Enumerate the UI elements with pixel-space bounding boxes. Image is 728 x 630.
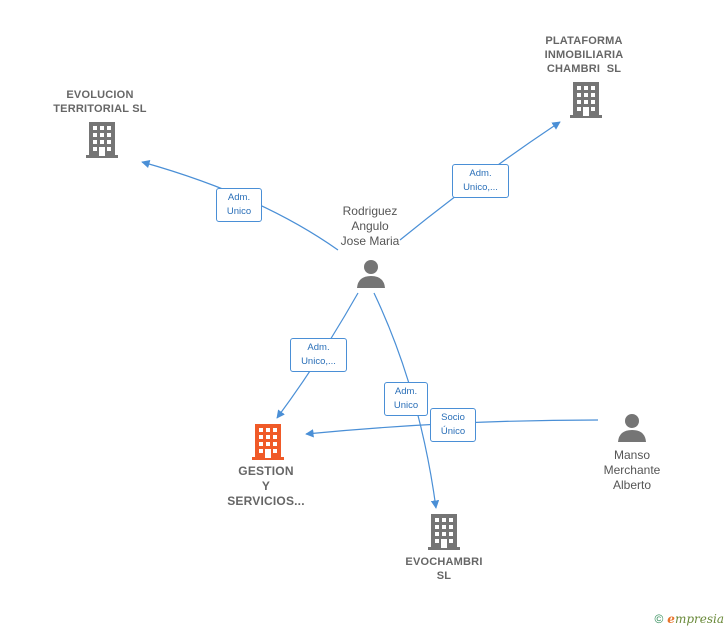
building-icon[interactable] (86, 122, 118, 158)
copyright-symbol: © (654, 612, 664, 626)
brand-logo: empresia (667, 612, 724, 626)
node-label-gestion[interactable]: GESTION Y SERVICIOS... (227, 464, 305, 508)
node-label-evochambri[interactable]: EVOCHAMBRI SL (405, 556, 483, 582)
node-label-evolucion[interactable]: EVOLUCION TERRITORIAL SL (53, 89, 147, 115)
edge-label-rod-plataforma[interactable]: Adm. Unico,... (452, 164, 509, 198)
footer-brand: © empresia (654, 612, 724, 626)
node-label-rodriguez[interactable]: Rodriguez Angulo Jose Maria (340, 204, 400, 248)
person-icon[interactable] (617, 412, 647, 442)
edge-label-rod-evolucion[interactable]: Adm. Unico (216, 188, 262, 222)
node-label-plataforma[interactable]: PLATAFORMA INMOBILIARIA CHAMBRI SL (544, 35, 624, 75)
edge-label-manso-gestion[interactable]: Socio Único (430, 408, 476, 442)
building-icon[interactable] (252, 424, 284, 460)
building-icon[interactable] (570, 82, 602, 118)
person-icon[interactable] (356, 258, 386, 288)
edge-label-rod-gestion[interactable]: Adm. Unico,... (290, 338, 347, 372)
building-icon[interactable] (428, 514, 460, 550)
edge-label-rod-evochambri[interactable]: Adm. Unico (384, 382, 428, 416)
node-label-manso[interactable]: Manso Merchante Alberto (603, 448, 661, 492)
